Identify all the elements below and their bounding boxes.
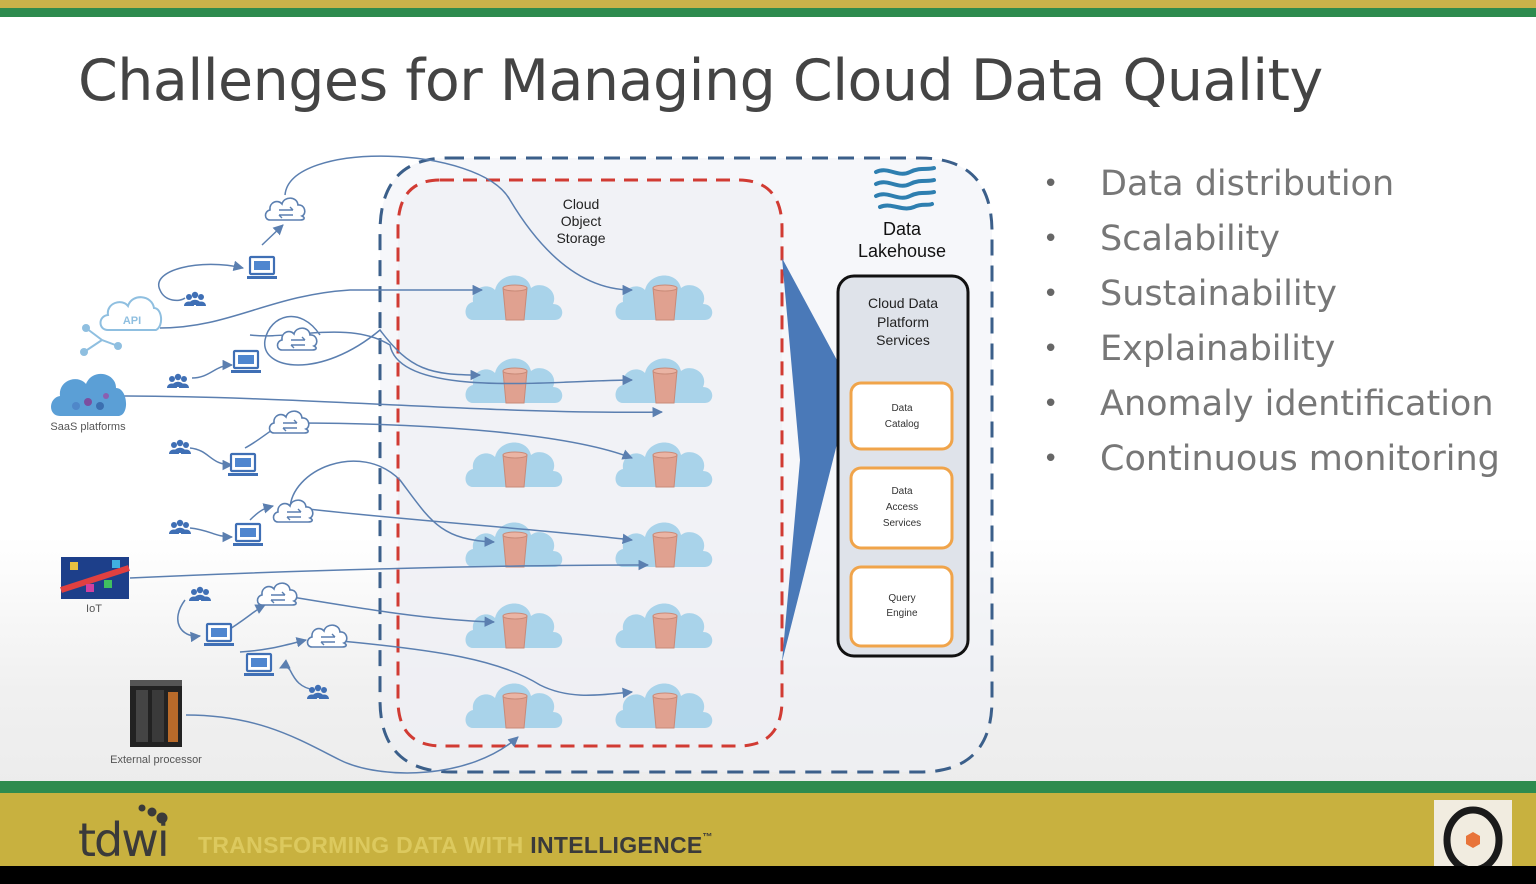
platform-services-box (836, 274, 970, 658)
bullet-item: • Data distribution (1040, 160, 1500, 215)
tdwi-logo-text: tdwi (78, 813, 168, 862)
lakehouse-label-2: Lakehouse (858, 241, 946, 261)
computer-icon (231, 522, 265, 548)
top-gold-bar (0, 0, 1536, 8)
bullet-text: Continuous monitoring (1100, 439, 1500, 479)
bullet-item: • Scalability (1040, 215, 1500, 270)
cloud-storage-label-2: Object (561, 213, 602, 229)
slide: Challenges for Managing Cloud Data Quali… (0, 0, 1536, 866)
computer-icon (226, 452, 260, 478)
footer-gold-bar (0, 793, 1536, 866)
bullet-text: Scalability (1100, 219, 1280, 259)
tagline-trademark: ™ (702, 832, 713, 843)
users-icon (189, 586, 211, 601)
computer-icon (202, 622, 236, 648)
service-2-line-3: Services (883, 518, 921, 529)
top-green-bar (0, 8, 1536, 17)
exchange-cloud-icon (264, 197, 306, 221)
computer-icon (245, 255, 279, 281)
platform-label-3: Services (876, 332, 930, 348)
cloud-storage-label-3: Storage (556, 230, 605, 246)
tagline-bold: INTELLIGENCE (530, 832, 703, 858)
bullet-text: Sustainability (1100, 274, 1337, 314)
lakehouse-waves-icon (874, 166, 936, 211)
exchange-cloud-icon (276, 327, 318, 351)
bullet-text: Data distribution (1100, 164, 1395, 204)
service-1-line-2: Catalog (885, 419, 919, 430)
footer-green-bar (0, 781, 1536, 793)
external-processor-label: External processor (110, 754, 202, 766)
bottom-strip (0, 866, 1536, 884)
tdwi-logo: tdwi (78, 804, 170, 862)
bullet-item: • Continuous monitoring (1040, 435, 1500, 490)
service-1-line-1: Data (891, 403, 913, 414)
footer-tagline: TRANSFORMING DATA WITH INTELLIGENCE™ (198, 832, 713, 859)
bullet-text: Explainability (1100, 329, 1336, 369)
server-icon (130, 680, 182, 747)
presenter-logo-icon (1443, 806, 1503, 866)
platform-label-2: Platform (877, 314, 929, 330)
data-access-services-box (849, 466, 954, 550)
exchange-cloud-icon (256, 582, 298, 606)
bullet-item: • Explainability (1040, 325, 1500, 380)
computer-icon (229, 349, 263, 375)
bullet-dot: • (1043, 169, 1059, 199)
api-icon: API (80, 296, 162, 356)
bullet-dot: • (1043, 389, 1059, 419)
bullet-dot: • (1043, 224, 1059, 254)
saas-icon (51, 373, 127, 416)
service-2-line-1: Data (891, 486, 913, 497)
query-engine-box (849, 565, 954, 648)
slide-title: Challenges for Managing Cloud Data Quali… (78, 48, 1323, 114)
users-icon (167, 373, 189, 388)
platform-label-1: Cloud Data (868, 295, 938, 311)
service-3-line-1: Query (888, 593, 915, 604)
bullet-text: Anomaly identification (1100, 384, 1494, 424)
users-icon (307, 684, 329, 699)
bullet-item: • Anomaly identification (1040, 380, 1500, 435)
data-catalog-box (849, 381, 954, 451)
exchange-cloud-icon (268, 410, 310, 434)
challenge-list: • Data distribution • Scalability • Sustain… (1040, 160, 1500, 490)
computer-icon (242, 652, 276, 678)
cloud-storage-label-1: Cloud (563, 196, 600, 212)
api-label: API (123, 315, 141, 327)
users-icon (169, 519, 191, 534)
architecture-diagram: Cloud Object Storage Data Lakehouse Clou… (50, 155, 994, 774)
users-icon (184, 291, 206, 306)
iot-icon (60, 557, 130, 599)
tagline-light: TRANSFORMING DATA WITH (198, 832, 531, 858)
cloud-object-storage-boundary (396, 178, 784, 748)
presenter-badge[interactable] (1434, 800, 1512, 866)
iot-label: IoT (86, 603, 102, 615)
service-3-line-2: Engine (886, 608, 918, 619)
data-flow-arrows (119, 155, 664, 774)
bullet-dot: • (1043, 444, 1059, 474)
exchange-cloud-icon (272, 499, 314, 523)
bullet-dot: • (1043, 279, 1059, 309)
lakehouse-label-1: Data (883, 219, 922, 239)
bullet-dot: • (1043, 334, 1059, 364)
saas-label: SaaS platforms (50, 421, 126, 433)
users-icon (169, 439, 191, 454)
service-2-line-2: Access (886, 502, 918, 513)
connector-funnel (782, 258, 838, 662)
bullet-item: • Sustainability (1040, 270, 1500, 325)
exchange-cloud-icon (306, 624, 348, 648)
